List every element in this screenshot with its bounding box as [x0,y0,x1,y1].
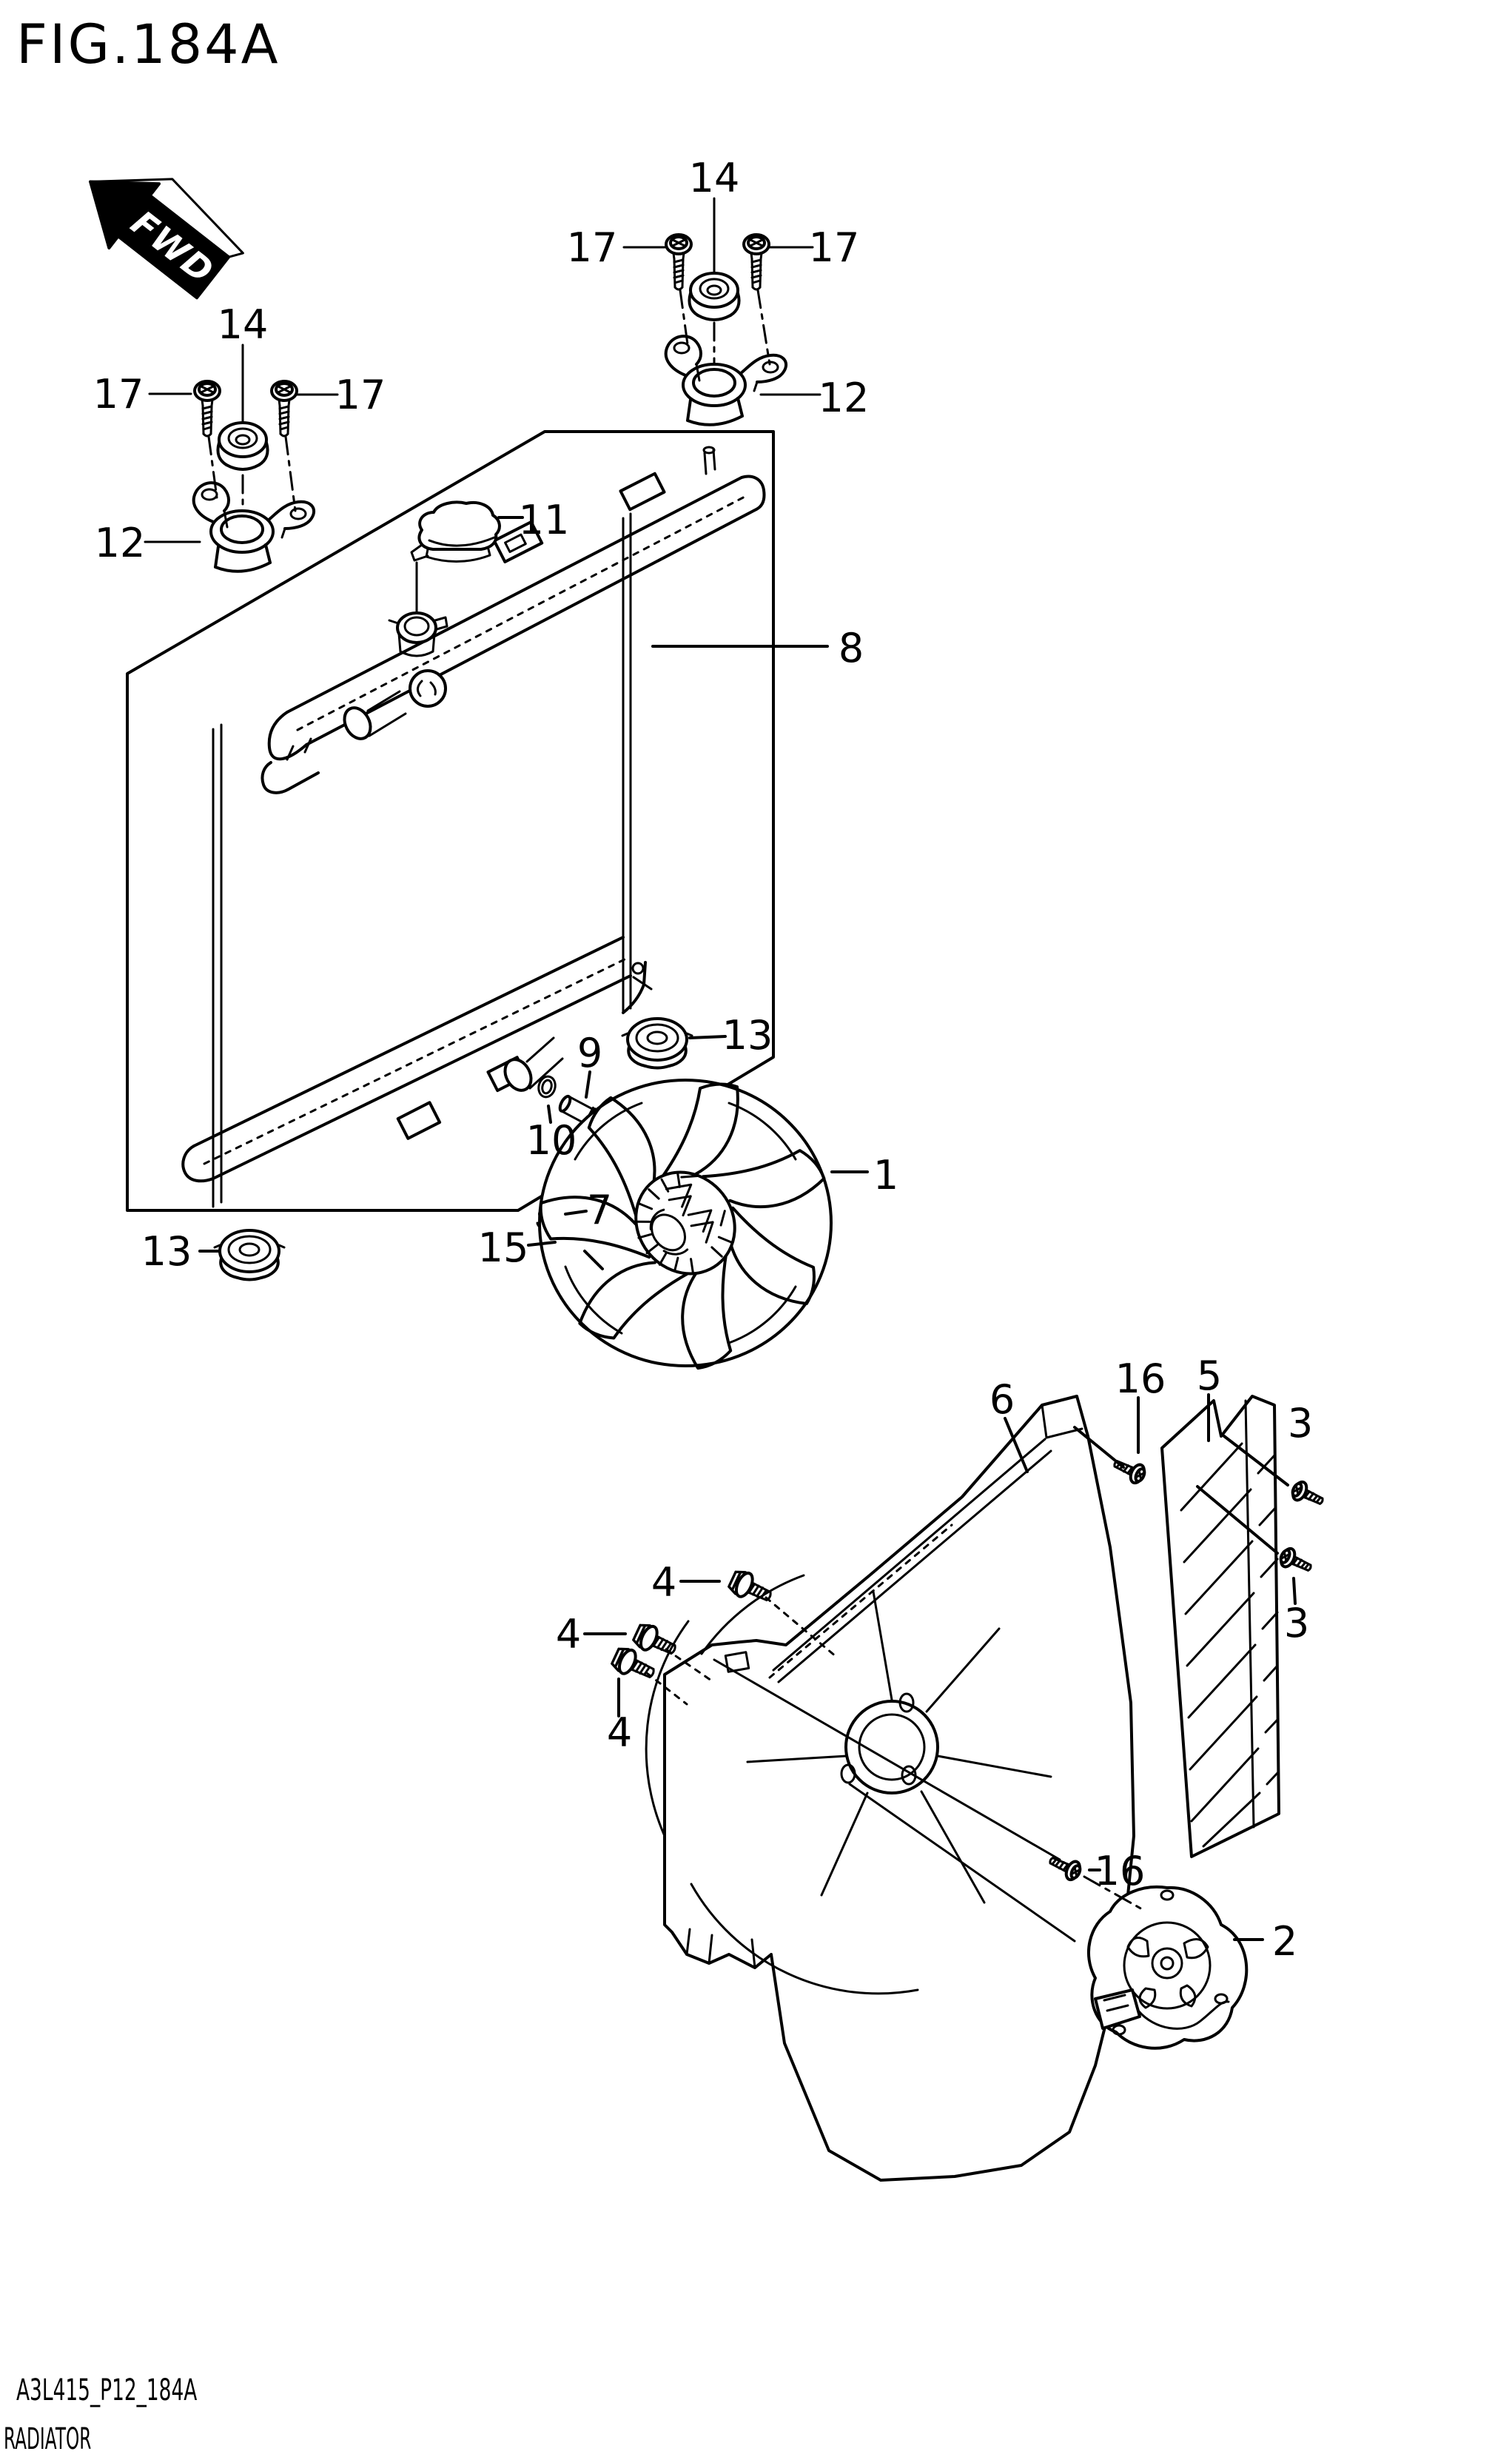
cushion-14-icon [688,272,741,321]
screw-3-icon [1276,1544,1317,1579]
figure-title: FIG.184A [16,13,280,76]
callout-9: 9 [577,1030,602,1076]
bracket-assembly-left [144,343,339,573]
bracket-12-icon [192,481,316,573]
callout-labels: 14 17 17 12 14 17 17 12 11 8 13 9 10 7 1… [93,155,1314,1965]
callout-14: 14 [218,301,269,348]
leader-lines [198,516,1297,1941]
fan-motor [1086,1886,1249,2050]
callout-6: 6 [989,1376,1015,1423]
callout-3: 3 [1288,1400,1313,1447]
callout-8: 8 [839,625,864,671]
callout-13: 13 [141,1228,192,1275]
callout-4: 4 [651,1559,676,1606]
callout-17: 17 [335,372,386,418]
callout-12: 12 [95,520,146,566]
callout-17: 17 [567,224,618,271]
callout-13: 13 [722,1012,773,1059]
shield [1160,1395,1280,1858]
callout-2: 2 [1272,1918,1297,1965]
fwd-arrow: FWD [89,178,244,300]
radiator [126,430,775,1281]
callout-4: 4 [607,1709,632,1756]
cushion-14-icon [216,421,269,471]
callout-16: 16 [1095,1848,1146,1894]
grommet-13-icon [621,1017,693,1070]
callout-11: 11 [519,497,570,543]
callout-7: 7 [587,1187,612,1233]
radiator-top-tank [261,446,766,794]
callout-12: 12 [819,375,870,421]
radiator-bottom-tank [181,936,653,1183]
screw-17-icon [665,233,693,291]
callout-14: 14 [689,155,740,201]
screw-3-icon [1288,1478,1328,1512]
figure-code: A3L415_P12_184A [16,2373,198,2407]
callout-3: 3 [1284,1600,1309,1646]
screw-16-icon [1109,1452,1149,1487]
figure-name: RADIATOR [4,2422,92,2456]
fan [538,1079,833,1370]
radiator-cap [410,500,501,613]
fan-shroud [645,1395,1135,2182]
screw-17-icon [270,380,298,438]
callout-16: 16 [1115,1355,1166,1402]
o-ring-10-icon [537,1075,557,1099]
grommet-13-icon [213,1229,286,1281]
callout-4: 4 [556,1611,581,1658]
fan-hub [634,1170,736,1276]
bolt-4-icon [630,1619,682,1663]
callout-15: 15 [478,1224,529,1271]
fan-blades [539,1082,826,1370]
callout-10: 10 [526,1117,577,1164]
screw-17-icon [742,233,770,291]
callout-17: 17 [93,371,144,418]
callout-17: 17 [809,224,860,271]
callout-5: 5 [1197,1353,1222,1399]
callout-1: 1 [873,1152,898,1199]
bracket-assembly-right [622,197,821,426]
fasteners [608,1452,1328,1911]
screw-17-icon [193,380,221,438]
